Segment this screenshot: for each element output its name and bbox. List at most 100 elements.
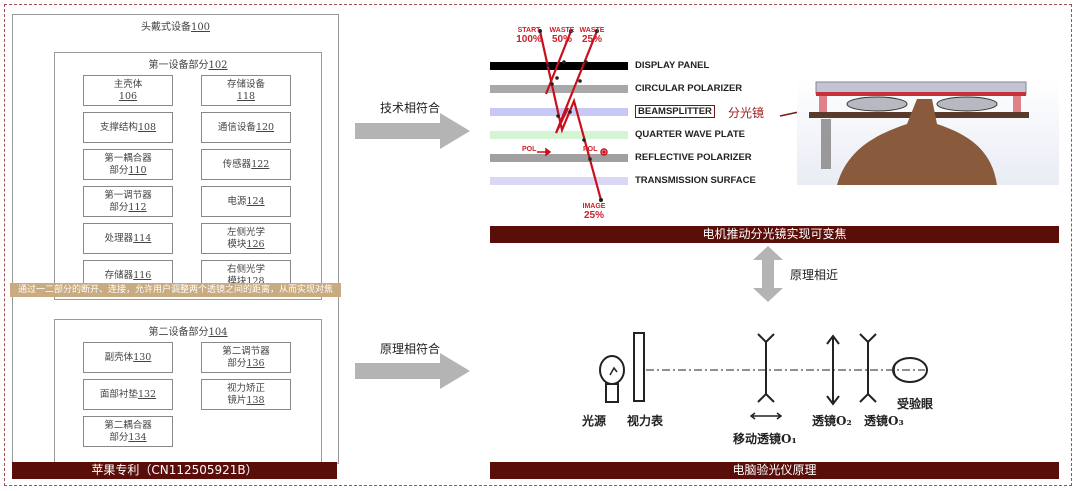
component-text: 存储设备: [226, 78, 265, 90]
optics-layer-name: QUARTER WAVE PLATE: [635, 129, 745, 140]
component-text: 128: [246, 275, 265, 287]
eye-chart-label: 视力表: [627, 414, 664, 428]
component-text: 106: [118, 90, 138, 102]
headset-cross-section-render: [797, 79, 1059, 185]
component-box: 第一调节器部分112: [83, 186, 173, 217]
light-source-label: 光源: [582, 414, 607, 428]
principle-similar-arrow: [753, 246, 783, 302]
component-text: 部分: [227, 357, 247, 369]
component-box: 第二调节器部分136: [201, 342, 291, 373]
component-text: 132: [137, 388, 157, 400]
component-text: 110: [128, 164, 147, 176]
light-ray-paths: [537, 29, 608, 202]
component-box: 视力矫正镜片138: [201, 379, 291, 410]
optics-layer-bar: [490, 154, 628, 162]
ray-start-path: [538, 30, 603, 201]
component-text: 108: [137, 121, 157, 133]
component-box: 处理器114: [83, 223, 173, 254]
component-text: 模块: [227, 275, 247, 287]
component-box: 左侧光学模块126: [201, 223, 291, 254]
optics-layer-bar: [490, 85, 628, 93]
tech-match-arrow: [355, 113, 470, 149]
component-text: 电源: [227, 195, 247, 207]
optics-layer-label: QUARTER WAVE PLATE: [635, 129, 745, 140]
ray-marker: [595, 29, 599, 33]
component-text: 136: [246, 357, 265, 369]
lens-o2-label: 透镜O₂: [812, 414, 852, 428]
moving-lens-o1: [757, 333, 775, 403]
ray-marker: [555, 76, 559, 80]
optics-layer-bar: [490, 177, 628, 185]
component-text: 存储器: [104, 269, 134, 281]
component-text: 130: [133, 351, 152, 363]
component-box: 副壳体130: [83, 342, 173, 373]
component-text: 视力矫正: [226, 382, 265, 394]
optics-layer-bar: [490, 62, 628, 70]
ray-marker: [562, 60, 566, 64]
component-text: 116: [133, 269, 152, 281]
pol-arrow-head: [545, 147, 552, 157]
component-text: 面部衬垫: [99, 388, 138, 400]
optics-layer-bar: [490, 131, 628, 139]
ray-marker: [569, 29, 573, 33]
component-text: 右侧光学: [226, 263, 265, 275]
pol-left-label: POL: [522, 146, 537, 153]
component-box: 面部衬垫132: [83, 379, 173, 410]
optics-layer-name: CIRCULAR POLARIZER: [635, 83, 743, 94]
headset-render-illustration: [809, 81, 1029, 185]
principle-similar-label: 原理相近: [790, 268, 839, 282]
optics-layer-label: REFLECTIVE POLARIZER: [635, 152, 752, 163]
light-source-base: [605, 383, 619, 403]
component-text: 第二调节器: [222, 345, 270, 357]
optics-layer-name: REFLECTIVE POLARIZER: [635, 152, 752, 163]
component-text: 118: [236, 90, 256, 102]
component-text: 部分: [109, 201, 129, 213]
ray-waste25-path: [554, 30, 599, 134]
move-direction-arrow: [749, 412, 783, 420]
component-text: 120: [255, 121, 275, 133]
component-text: 部分: [109, 431, 129, 443]
variable-focus-caption: 电机推动分光镜实现可变焦: [490, 226, 1059, 243]
component-text: 138: [246, 394, 265, 406]
concave-lens-o3: [859, 333, 877, 403]
component-text: 第二耦合器: [104, 419, 152, 431]
component-text: 114: [133, 232, 152, 244]
refractometer-caption: 电脑验光仪原理: [490, 462, 1059, 479]
ray-marker: [568, 110, 572, 114]
component-text: 支撑结构: [99, 121, 138, 133]
first-device-part-title: 第一设备部分102: [148, 60, 228, 71]
component-text: 模块: [227, 238, 247, 250]
component-box: 电源124: [201, 186, 291, 217]
eye-chart-board: [633, 332, 645, 402]
component-box: 支撑结构108: [83, 112, 173, 143]
optics-layer-label: CIRCULAR POLARIZER: [635, 83, 742, 94]
component-box: 传感器122: [201, 149, 291, 180]
component-text: 126: [246, 238, 265, 250]
component-text: 124: [246, 195, 265, 207]
component-text: 通信设备: [217, 121, 256, 133]
ray-marker: [546, 63, 550, 67]
component-text: 主壳体: [113, 78, 143, 90]
refractometer-diagram: [599, 332, 928, 420]
second-device-part-title: 第二设备部分104: [148, 327, 228, 338]
component-text: 部分: [109, 164, 129, 176]
component-text: 122: [251, 158, 270, 170]
convex-lens-o2: [826, 334, 840, 406]
component-text: 处理器: [104, 232, 134, 244]
apple-patent-caption: 苹果专利（CN112505921B）: [12, 462, 337, 479]
optics-layer-name: TRANSMISSION SURFACE: [635, 175, 756, 186]
ray-marker: [582, 138, 586, 142]
component-text: 134: [128, 431, 147, 443]
ray-marker: [584, 60, 588, 64]
principle-match-arrow: [355, 353, 470, 389]
component-text: 第一调节器: [104, 189, 152, 201]
component-text: 副壳体: [104, 351, 134, 363]
pol-circle-dot: [602, 150, 606, 154]
